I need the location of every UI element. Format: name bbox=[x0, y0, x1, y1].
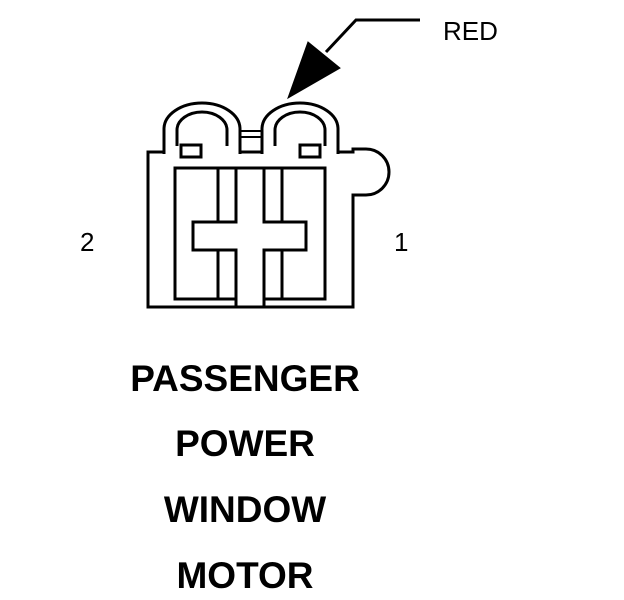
right-terminal-latch-inner bbox=[273, 110, 327, 146]
right-terminal-latch-outer bbox=[260, 101, 340, 154]
arrowhead bbox=[287, 41, 341, 100]
title-line-3: WINDOW bbox=[163, 489, 327, 530]
left-terminal-latch-foot bbox=[179, 143, 203, 159]
pin-2-label: 2 bbox=[80, 227, 95, 257]
center-key bbox=[191, 166, 308, 309]
leader-line bbox=[324, 18, 420, 54]
left-terminal-latch-inner bbox=[175, 110, 229, 146]
wire-color-label: RED bbox=[443, 16, 498, 46]
title-line-2: POWER bbox=[175, 423, 315, 464]
title-line-4: MOTOR bbox=[176, 555, 314, 596]
pin-1-label: 1 bbox=[394, 227, 409, 257]
right-terminal-latch-foot bbox=[298, 143, 322, 159]
left-terminal-latch-outer bbox=[162, 101, 242, 154]
title-line-1: PASSENGER bbox=[130, 358, 360, 399]
